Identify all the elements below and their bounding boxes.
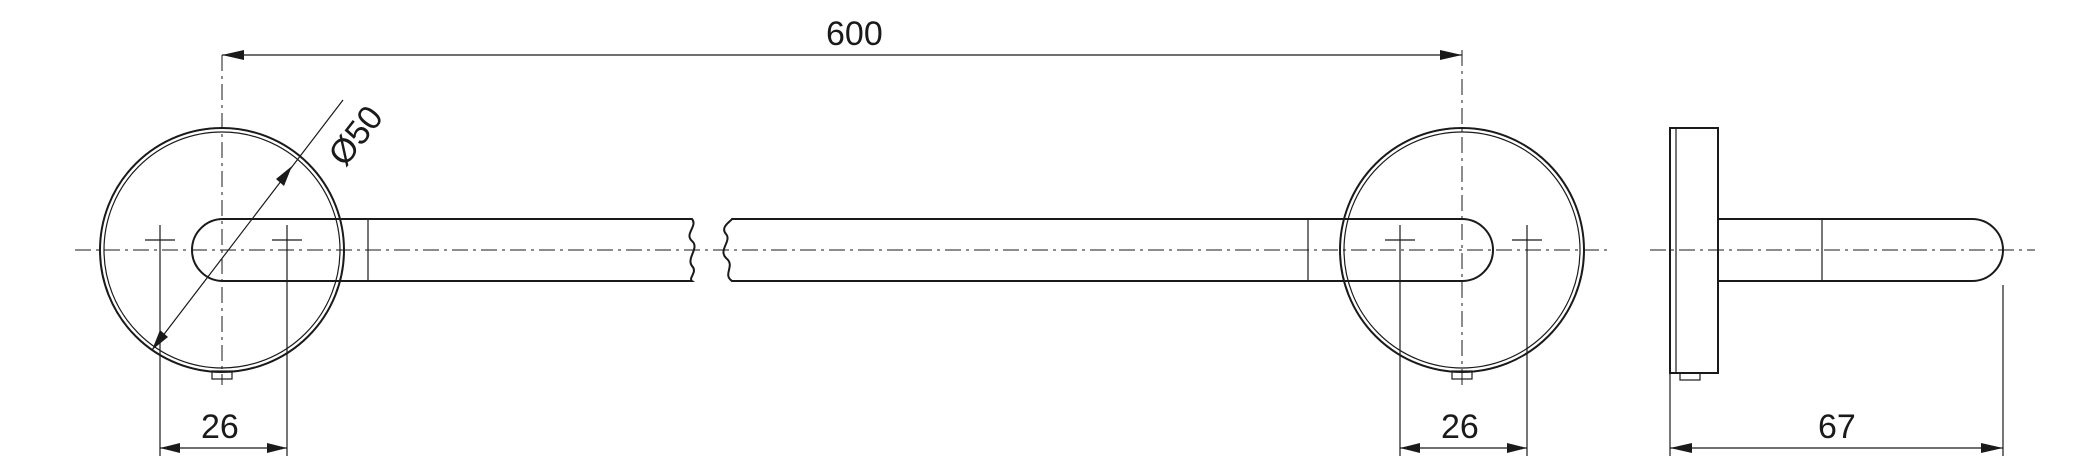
dim-hole-spacing-left-label: 26: [201, 408, 239, 446]
dim-projection: 67: [1669, 285, 2004, 456]
left-mount: [99, 55, 345, 385]
dim-overall-length-label: 600: [826, 15, 883, 53]
dim-diameter-label: Ø50: [321, 99, 391, 173]
dim-hole-spacing-right-label: 26: [1441, 408, 1479, 446]
dim-projection-label: 67: [1818, 408, 1856, 446]
side-set-screw: [1679, 372, 1701, 381]
right-mount: [1339, 50, 1585, 385]
side-arm: [1718, 218, 2004, 282]
bar-left-segment: [191, 218, 696, 282]
left-hole-marks: [145, 225, 302, 290]
right-hole-marks: [1385, 225, 1542, 290]
dim-overall-length: 600: [222, 15, 1462, 60]
right-set-screw: [1451, 370, 1473, 380]
left-set-screw: [211, 370, 233, 380]
dim-hole-spacing-right: 26: [1399, 290, 1528, 456]
front-view: 600 Ø50 26 26: [75, 15, 1610, 456]
bar-right-segment: [722, 218, 1494, 282]
side-view: 67: [1650, 127, 2035, 456]
dim-hole-spacing-left: 26: [159, 290, 288, 456]
